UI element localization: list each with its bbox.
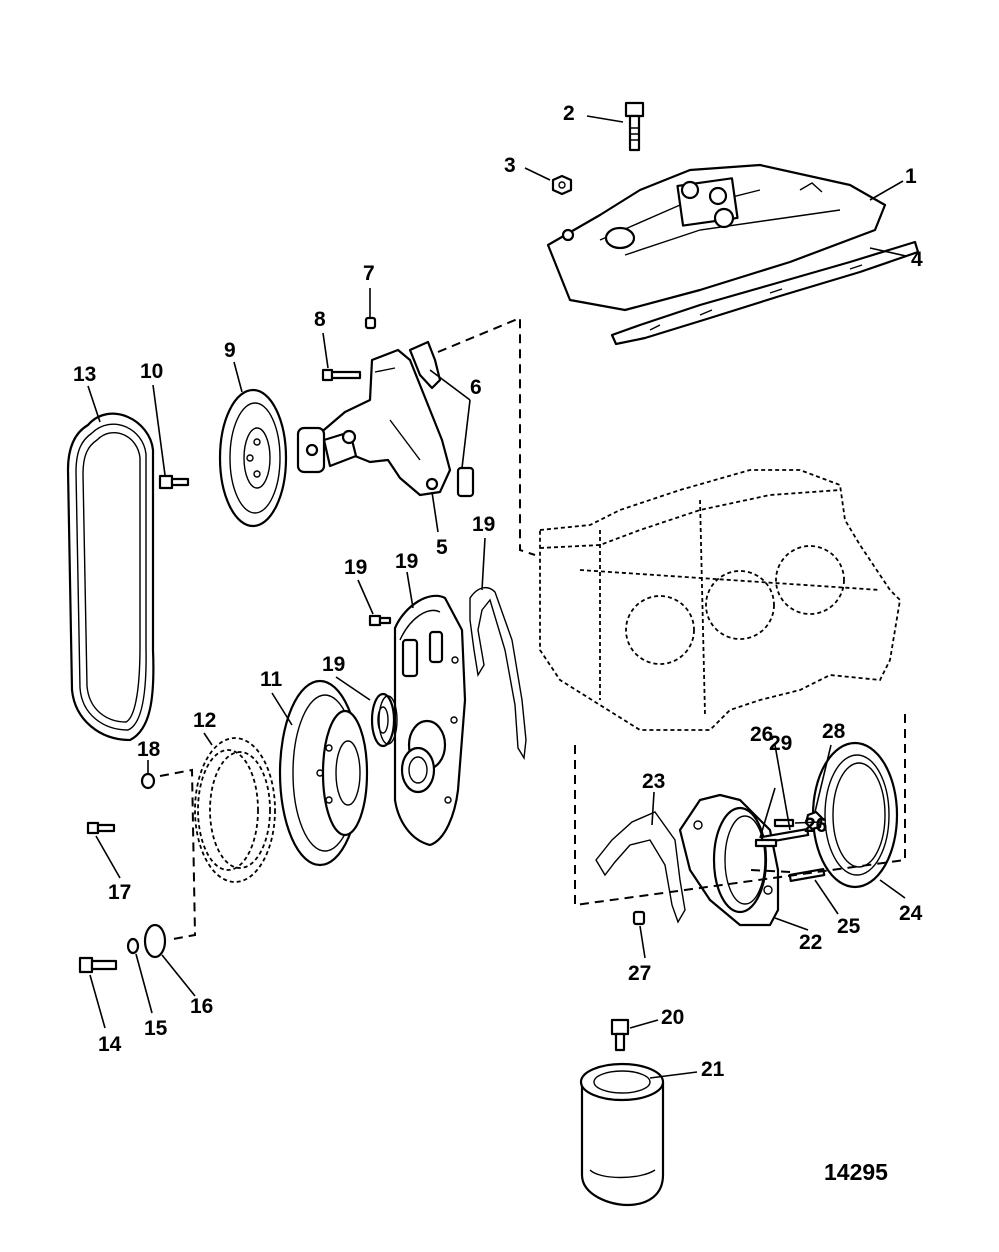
- callout-20: 20: [661, 1006, 684, 1029]
- figure-number: 14295: [824, 1159, 888, 1185]
- engine-block: [539, 469, 901, 731]
- callout-5: 5: [436, 536, 448, 559]
- leader-lines: [87, 115, 907, 1079]
- housing-bolt-lower: [773, 818, 795, 828]
- callout-19-gasket: 19: [472, 513, 495, 536]
- pulley-bolt: [158, 474, 190, 490]
- harmonic-balancer: [278, 679, 369, 867]
- intake-manifold: [546, 163, 887, 312]
- callout-3: 3: [504, 154, 516, 177]
- callout-22: 22: [799, 931, 822, 954]
- water-pump-gasket-upper: [408, 340, 442, 390]
- rear-seal-gasket: [595, 811, 686, 924]
- callout-25: 25: [837, 915, 861, 938]
- crank-pulley: [194, 737, 276, 883]
- water-pump-gasket-lower: [456, 466, 475, 498]
- callout-16: 16: [190, 995, 213, 1018]
- water-pump-pulley: [218, 388, 288, 528]
- manifold-bolt: [624, 101, 645, 152]
- callout-11: 11: [260, 668, 283, 691]
- callout-21: 21: [701, 1058, 725, 1081]
- balancer-washer-small: [126, 937, 140, 955]
- callout-labels: 1 2 3 4 5 6 7 8 9 10 11 12 13 14 15 16 1…: [73, 102, 923, 1185]
- callout-19-bolt: 19: [344, 556, 367, 579]
- oil-filter-fitting: [610, 1018, 630, 1052]
- callout-14: 14: [98, 1033, 122, 1056]
- callout-17: 17: [108, 881, 131, 904]
- callout-9: 9: [224, 339, 236, 362]
- manifold-nut: [551, 174, 573, 196]
- housing-dowel: [632, 910, 646, 926]
- callout-4: 4: [911, 248, 923, 271]
- callout-19-seal: 19: [322, 653, 345, 676]
- callout-15: 15: [144, 1017, 168, 1040]
- water-pump-bolt: [321, 368, 362, 382]
- pulley-small-bolt: [86, 821, 116, 835]
- crank-seal: [370, 692, 398, 748]
- callout-19-cover: 19: [395, 550, 418, 573]
- callout-1: 1: [905, 165, 917, 188]
- pulley-washer: [140, 772, 156, 790]
- serpentine-belt: [66, 412, 155, 742]
- housing-bolt-upper: [754, 838, 778, 848]
- oil-filter: [579, 1062, 665, 1207]
- callout-26-lower: 26: [804, 814, 827, 837]
- callout-28: 28: [822, 720, 846, 743]
- timing-cover: [393, 594, 467, 847]
- callout-23: 23: [642, 770, 665, 793]
- callout-24: 24: [899, 902, 923, 925]
- water-pump-dowel: [364, 316, 377, 330]
- balancer-washer-large: [143, 923, 167, 959]
- callout-2: 2: [563, 102, 575, 125]
- assembly-lines: [159, 316, 906, 941]
- intake-manifold-gasket: [610, 240, 920, 346]
- callout-27: 27: [628, 962, 651, 985]
- rear-main-seal: [811, 741, 899, 889]
- callout-13: 13: [73, 363, 96, 386]
- water-pump: [296, 348, 452, 497]
- timing-cover-gasket: [469, 586, 527, 761]
- callout-18: 18: [137, 738, 161, 761]
- callout-29: 29: [769, 732, 792, 755]
- timing-cover-bolt: [368, 614, 392, 627]
- balancer-bolt: [78, 956, 118, 974]
- callout-10: 10: [140, 360, 163, 383]
- callout-12: 12: [193, 709, 216, 732]
- callout-26-upper: 26: [750, 723, 773, 746]
- callout-6: 6: [470, 376, 482, 399]
- callout-7: 7: [363, 262, 375, 285]
- callout-8: 8: [314, 308, 326, 331]
- rear-main-seal-housing: [678, 793, 780, 927]
